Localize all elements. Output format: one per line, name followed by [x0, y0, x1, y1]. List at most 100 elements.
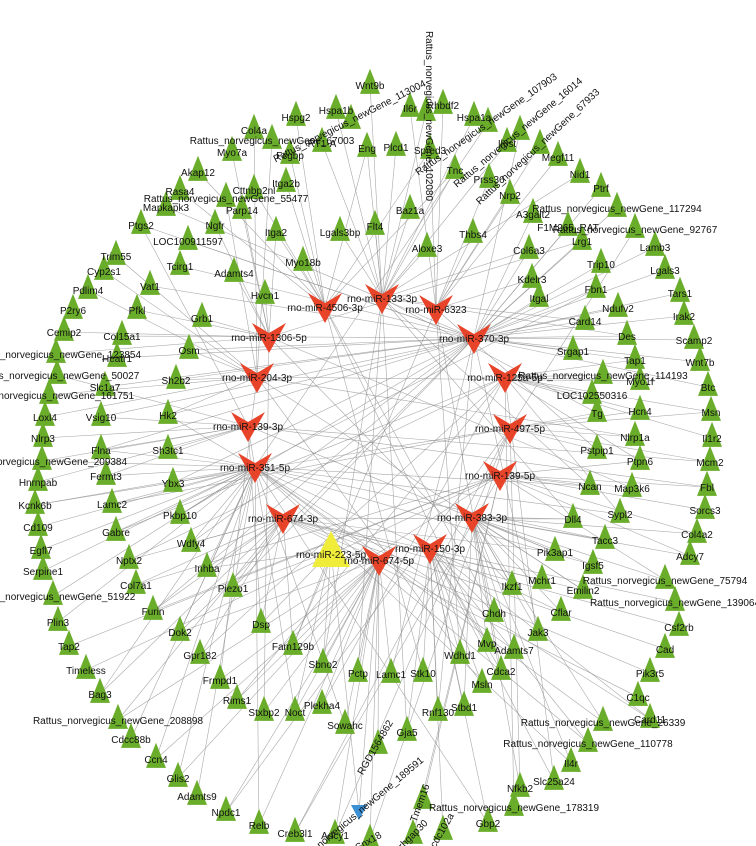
node-Ncan	[580, 469, 600, 495]
edge-miR125a-Gpr182	[199, 376, 506, 656]
node-Mcm2	[700, 445, 720, 471]
edge-miR6323-Thbs4	[435, 233, 474, 310]
edge-miR370-Vat1	[149, 285, 475, 339]
node-Rn123854	[46, 337, 66, 363]
node-Rn117294	[607, 191, 627, 217]
edge-miR674b-Sowahc	[344, 559, 380, 726]
node-label-Rnf130: Rnf130	[422, 708, 455, 719]
edge-miR1306-Ikzf1	[268, 336, 513, 587]
edge-miR383-Mchr1	[471, 516, 543, 581]
edge-miR4506-Cttnbp2nl	[253, 189, 326, 308]
node-Sorcs3	[695, 493, 715, 519]
node-label-Gabre: Gabre	[102, 528, 130, 539]
node-Parp14	[232, 193, 252, 219]
node-Ptrf	[591, 171, 611, 197]
node-Plin3	[48, 605, 68, 631]
edge-miR125a-Hcn4	[504, 376, 641, 412]
node-label-Serpine1: Serpine1	[23, 567, 63, 578]
edge-miR383-Pik3ap1	[471, 516, 556, 553]
edge-miR351-Tacc3	[254, 466, 606, 541]
node-label-Flt4: Flt4	[367, 222, 384, 233]
node-Il4r	[561, 746, 581, 772]
node-label-Pdlim4: Pdlim4	[73, 286, 104, 297]
node-label-Pfkl: Pfkl	[129, 306, 146, 317]
edge-miR497-Lamc2	[111, 427, 511, 505]
node-Kcnk6b	[25, 488, 45, 514]
edge-miR370-Wnt7b	[473, 337, 701, 363]
node-label-Heatr1: Heatr1	[102, 354, 132, 365]
edge-miR674-Pik3r5	[282, 517, 651, 674]
node-C1qc	[628, 680, 648, 706]
node-label-Sowahc: Sowahc	[327, 721, 363, 732]
edge-miR383-Chdh	[471, 516, 495, 614]
node-label-Myo7a: Myo7a	[217, 148, 247, 159]
node-Igsf5	[583, 548, 603, 574]
node-label-Nptx2: Nptx2	[116, 556, 143, 567]
node-label-Eng: Eng	[358, 144, 376, 155]
node-Glis2	[168, 761, 188, 787]
node-Rn16014	[510, 114, 530, 140]
node-label-P2ry6: P2ry6	[60, 306, 87, 317]
edge-miR150-Chdh	[429, 547, 495, 614]
node-Rn110778	[578, 726, 598, 752]
node-label-Il1r2: Il1r2	[702, 434, 722, 445]
edge-miR674b-Glis2	[177, 559, 380, 779]
edge-miR497-Nfkb2	[509, 427, 521, 789]
node-label-Hvcn1: Hvcn1	[251, 291, 280, 302]
node-miR351	[238, 453, 272, 483]
node-label-Slc25a24: Slc25a24	[533, 777, 575, 788]
edge-miR1306-Cemip2	[63, 331, 270, 338]
node-Dsp	[251, 607, 271, 633]
node-label-RT1A: RT1-A	[308, 139, 337, 150]
node-label-Rn208898: Rattus_norvegicus_newGene_208898	[33, 716, 204, 727]
node-Sypl2	[610, 497, 630, 523]
node-label-Megf11: Megf11	[542, 153, 575, 164]
node-label-Wnt7b: Wnt7b	[686, 358, 715, 369]
node-label-Rn117294: Rattus_norvegicus_newGene_117294	[532, 204, 702, 215]
edge-miR139b-Sorcs3	[499, 474, 706, 511]
edge-miR133-Tnc	[381, 169, 456, 299]
node-Myo18b	[293, 245, 313, 271]
node-Rn208898	[108, 703, 128, 729]
node-label-Pctp: Pctp	[348, 669, 368, 680]
node-Nptx2	[119, 543, 139, 569]
node-Plcd1	[386, 130, 406, 156]
edge-miR139b-Creb3l1	[294, 474, 501, 834]
node-label-Ptgs2: Ptgs2	[128, 221, 154, 232]
node-Itgal	[529, 281, 549, 307]
node-label-Fbn1: Fbn1	[585, 285, 608, 296]
edge-miR674-Dll4	[282, 517, 574, 520]
node-label-Col4a2: Col4a2	[681, 530, 713, 541]
edge-miR370-Flna	[100, 337, 475, 451]
edge-miR383-Nfkb2	[471, 516, 521, 789]
edge-miR674-Dsp	[260, 517, 284, 625]
node-label-Hnrnpab: Hnrnpab	[19, 478, 58, 489]
node-Sowahc	[335, 708, 355, 734]
node-Myo7a	[222, 135, 242, 161]
edge-miR370-Rn117294	[473, 207, 618, 339]
edge-miR370-Sh2b2	[175, 337, 475, 381]
node-label-Lgals3: Lgals3	[650, 266, 680, 277]
edge-miR497-Kcnk6b	[34, 427, 511, 506]
edge-miR370-Scamp2	[473, 337, 695, 341]
node-label-Vsig10: Vsig10	[86, 413, 117, 424]
node-label-Rn50027: Rattus_norvegicus_newGene_50027	[0, 371, 140, 382]
node-label-F1M265: F1M265_RAT	[537, 223, 599, 234]
edge-miR674b-Adcy1	[334, 559, 380, 836]
node-Hcn4	[630, 394, 650, 420]
node-label-Card14: Card14	[569, 317, 602, 328]
edge-miR133-Card14	[381, 297, 586, 322]
node-Fcgbp	[280, 138, 300, 164]
edge-miR125a-Slc25a24	[504, 376, 555, 782]
edge-miR139b-Timeless	[85, 474, 501, 671]
edge-miR125a-Ptpn6	[504, 376, 641, 462]
node-Adamts4	[224, 256, 244, 282]
node-label-Vat1: Vat1	[140, 282, 160, 293]
node-label-miR497: rno-miR-497-5p	[475, 424, 545, 435]
edge-miR383-Emilin2	[471, 516, 584, 591]
node-Rn178319	[504, 790, 524, 816]
node-label-Ptpn6: Ptpn6	[627, 457, 654, 468]
edge-miR370-Lamc1	[390, 337, 475, 675]
node-label-Hspa1b: Hspa1b	[319, 106, 354, 117]
node-label-Lamb3: Lamb3	[640, 243, 671, 254]
